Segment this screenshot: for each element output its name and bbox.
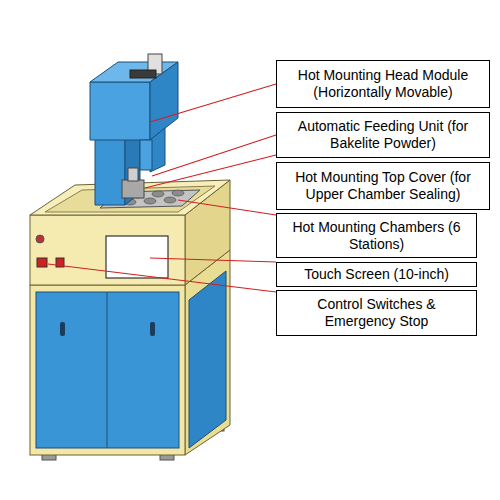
label-box: Hot Mounting Chambers (6 Stations) [276, 213, 477, 258]
head-arm-front [90, 82, 150, 140]
door-handle [60, 322, 65, 336]
door-seam [107, 292, 108, 448]
leader-line [150, 258, 276, 262]
control-switch [37, 258, 47, 267]
feeder-unit [130, 70, 156, 78]
leader-line [152, 135, 276, 176]
leader-line [145, 155, 276, 188]
label-text: Hot Mounting Top Cover (for Upper Chambe… [283, 169, 483, 203]
head-nose-front [140, 140, 152, 170]
label-text: Touch Screen (10-inch) [304, 266, 449, 283]
leader-line [48, 264, 276, 292]
label-text: Automatic Feeding Unit (for Bakelite Pow… [283, 118, 483, 152]
leader-lines [48, 84, 276, 292]
emergency-stop [36, 235, 44, 243]
cabinet-side [185, 250, 230, 455]
label-text: Hot Mounting Chambers (6 Stations) [283, 219, 470, 253]
top-cover [122, 180, 144, 198]
door-handle [150, 322, 155, 336]
label-box: Control Switches & Emergency Stop [276, 290, 477, 336]
label-box: Hot Mounting Head Module (Horizontally M… [276, 60, 490, 108]
leader-line [150, 84, 276, 122]
label-box: Automatic Feeding Unit (for Bakelite Pow… [276, 112, 490, 158]
leader-line [178, 200, 276, 215]
label-text: Control Switches & Emergency Stop [283, 296, 470, 330]
console-front [30, 215, 185, 285]
cabinet-door [36, 292, 179, 448]
deck-top [30, 180, 230, 215]
label-box: Touch Screen (10-inch) [276, 262, 477, 287]
cabinet-front [30, 285, 185, 455]
press-ram [128, 168, 138, 181]
label-text: Hot Mounting Head Module (Horizontally M… [283, 67, 483, 101]
label-box: Hot Mounting Top Cover (for Upper Chambe… [276, 162, 490, 210]
cabinet-side-panel [189, 271, 226, 448]
